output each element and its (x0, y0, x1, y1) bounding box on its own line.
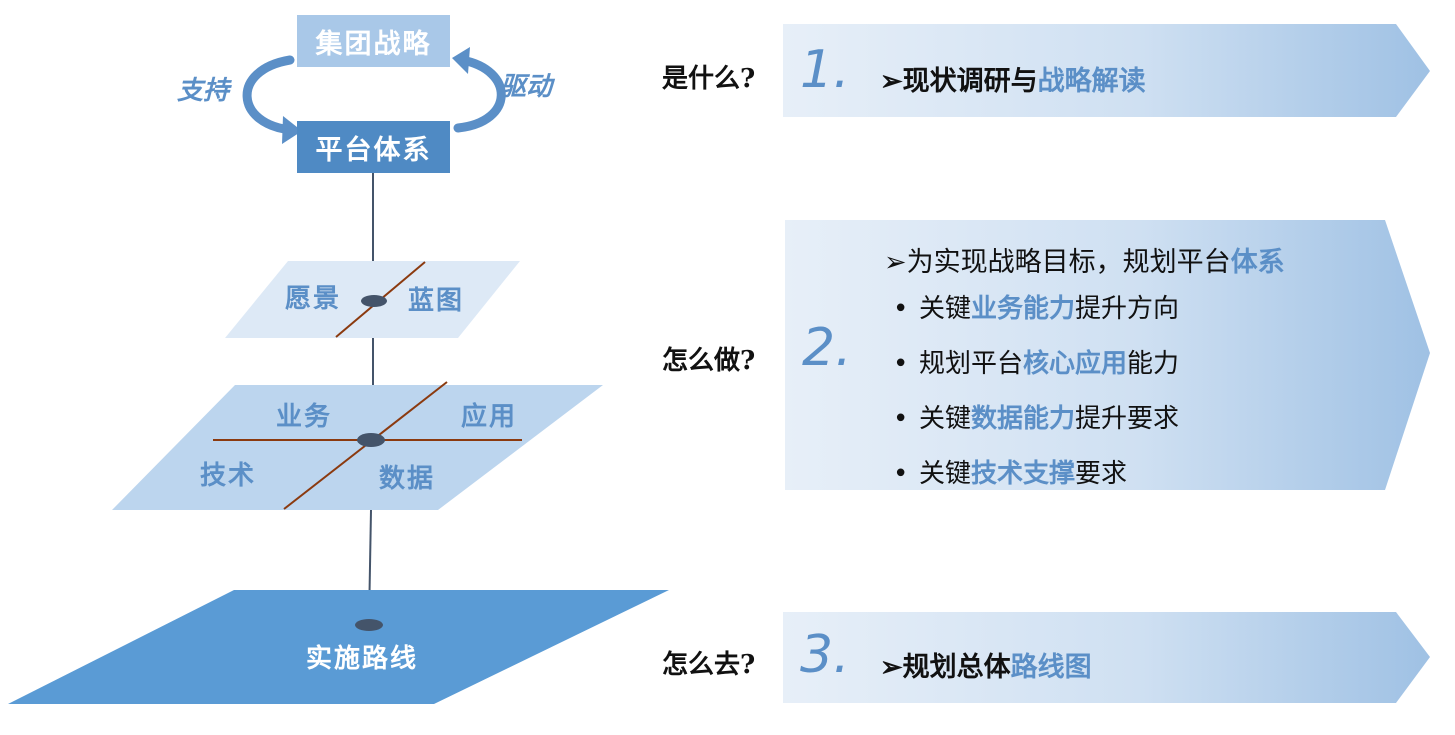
step3-arrow-shape (783, 612, 1430, 703)
step3-text: ➢规划总体路线图 (880, 652, 1092, 683)
plane3-node (355, 619, 383, 631)
plane2-label-application: 应用 (461, 402, 518, 432)
step1-arrow-shape (783, 24, 1430, 117)
drive-curve-arrow (453, 55, 506, 133)
plane2-label-business: 业务 (276, 402, 333, 432)
plane-architecture (112, 385, 603, 510)
step-number-3: 3. (800, 625, 850, 685)
question-where: 怎么去? (662, 650, 756, 680)
bullet-dot-icon: • (893, 349, 909, 379)
question-how: 怎么做? (662, 346, 756, 376)
bullet-item: •关键数据能力提升要求 (893, 404, 1180, 434)
group-strategy-box: 集团战略 (297, 15, 450, 67)
drive-arrow-head (452, 47, 470, 74)
support-arrow-head (282, 116, 302, 144)
plane1-label-vision: 愿景 (285, 284, 342, 314)
plane2-label-data: 数据 (379, 464, 436, 494)
plane2-node (357, 433, 385, 447)
plane2-label-technology: 技术 (200, 461, 257, 491)
step-number-1: 1. (800, 40, 850, 100)
support-label: 支持 (177, 76, 230, 106)
bullet-dot-icon: • (893, 404, 909, 434)
drive-label: 驱动 (500, 72, 553, 102)
step-number-2: 2. (802, 318, 852, 378)
bullet-item: •规划平台核心应用能力 (893, 349, 1180, 379)
plane1-label-blueprint: 蓝图 (408, 286, 465, 316)
bullet-item: •关键技术支撑要求 (893, 459, 1128, 489)
plane1-node (361, 295, 387, 307)
platform-system-box: 平台体系 (297, 121, 450, 173)
bullet-item: •关键业务能力提升方向 (893, 294, 1180, 324)
bullet-dot-icon: • (893, 294, 909, 324)
support-curve-arrow (242, 55, 297, 135)
question-what: 是什么? (662, 64, 756, 94)
plane3-label-roadmap: 实施路线 (306, 644, 419, 674)
arrow-bullet-icon: ➢ (880, 66, 903, 97)
arrow-bullet-icon: ➢ (884, 247, 907, 278)
plane-roadmap (8, 590, 669, 704)
bullet-dot-icon: • (893, 459, 909, 489)
step2-heading: ➢为实现战略目标，规划平台体系 (884, 247, 1285, 278)
step1-text: ➢现状调研与战略解读 (880, 66, 1146, 97)
step2-arrow-shape (785, 220, 1430, 490)
arrow-bullet-icon: ➢ (880, 652, 903, 683)
